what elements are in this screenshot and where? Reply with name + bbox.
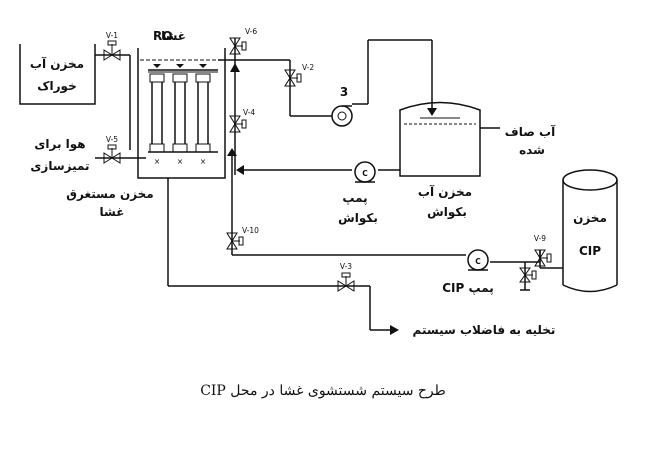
backwash-pump-symbol: C [362, 169, 368, 178]
immersed-tank-label-2: غشا [100, 205, 125, 219]
cip-line [227, 148, 563, 291]
membrane-modules: × × × [149, 64, 211, 166]
valve-v2[interactable]: V-2 [290, 63, 314, 83]
valve-v4[interactable]: V-4 [235, 108, 255, 129]
backwash-line [236, 165, 400, 175]
backwash-pump[interactable]: C [354, 161, 376, 183]
valve-v1-label: V-1 [106, 31, 118, 40]
treated-water-label-2: شده [519, 143, 545, 157]
valve-v2-label: V-2 [302, 63, 314, 72]
backwash-pump-label-1: پمپ [342, 191, 367, 205]
membrane-word-label: غشا [161, 29, 186, 43]
svg-text:×: × [177, 157, 183, 166]
cip-pump-symbol: C [475, 257, 481, 266]
backwash-tank [399, 101, 500, 177]
air-line [95, 152, 146, 164]
v6-line [229, 37, 241, 175]
cip-pump[interactable]: C [467, 249, 489, 271]
drain-label: تخلیه به فاضلاب سیستم [413, 323, 556, 337]
cip-tank-label-2: CIP [579, 244, 601, 258]
cip-tank [562, 169, 618, 293]
valve-v4-label: V-4 [243, 108, 255, 117]
valve-v3-label: V-3 [340, 262, 352, 271]
figure-caption: طرح سیستم شستشوی غشا در محل CIP [200, 383, 446, 399]
valve-v3[interactable]: V-3 [340, 262, 352, 286]
pump-3[interactable]: 3 [331, 85, 353, 127]
valve-v10-label: V-10 [242, 226, 259, 235]
valve-v9-label: V-9 [534, 234, 546, 243]
pump3-number: 3 [340, 85, 348, 99]
feed-water-tank: مخزن آب خوراک [19, 44, 96, 105]
permeate-line [218, 39, 437, 117]
valve-v1[interactable]: V-1 [106, 31, 118, 55]
air-label-2: تمیزسازی [30, 159, 89, 173]
backwash-pump-label-2: بکواش [338, 211, 378, 226]
valve-v10[interactable]: V-10 [232, 226, 259, 246]
valve-v9[interactable]: V-9 [534, 234, 552, 263]
feed-tank-label-2: خوراک [37, 79, 76, 94]
svg-text:×: × [154, 157, 160, 166]
v10-valve-body [226, 232, 238, 250]
valve-v5-label: V-5 [106, 135, 118, 144]
backwash-tank-label-2: بکواش [427, 205, 467, 220]
svg-text:×: × [200, 157, 206, 166]
membrane-ro-label: RO [153, 29, 172, 43]
valve-v6[interactable]: V-6 [235, 27, 257, 51]
cip-pump-label: پمپ CIP [442, 281, 494, 295]
air-label-1: هوا برای [34, 137, 85, 152]
drain-line [167, 178, 399, 335]
valve-v5[interactable]: V-5 [106, 135, 118, 158]
feed-tank-label-1: مخزن آب [30, 56, 84, 71]
treated-water-label-1: آب صاف [505, 124, 556, 139]
immersed-tank-label-1: مخزن مستغرق [66, 187, 153, 201]
cip-tank-label-1: مخزن [573, 211, 607, 225]
valve-v6-label: V-6 [245, 27, 257, 36]
backwash-tank-label-1: مخزن آب [418, 184, 472, 199]
